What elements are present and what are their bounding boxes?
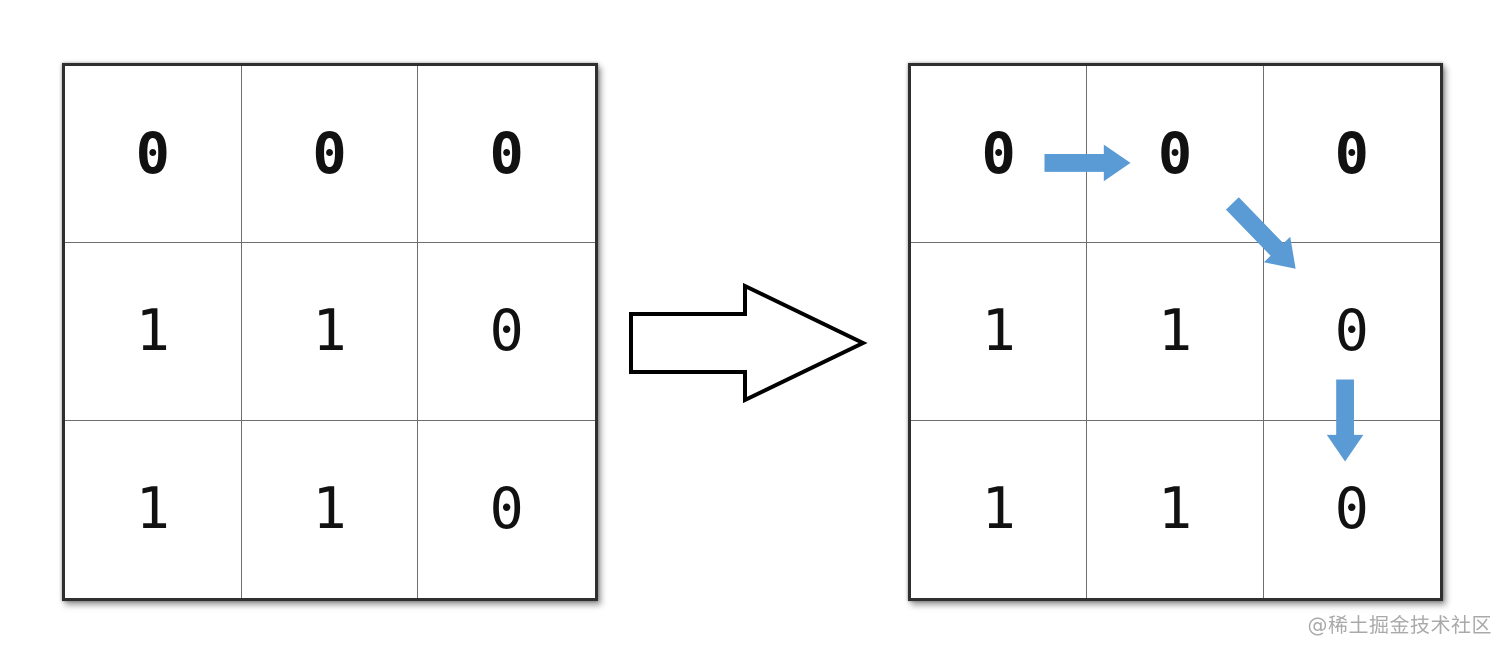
grid-cell-r2c1: 1 bbox=[242, 420, 419, 598]
transform-arrow-icon bbox=[629, 282, 868, 404]
grid-cell-r1c1: 1 bbox=[241, 243, 419, 421]
grid-cell-r2c2: 0 bbox=[489, 476, 524, 543]
grid-cell-r0c0: 0 bbox=[65, 66, 242, 244]
grid-cell-r2c2: 0 bbox=[1334, 476, 1369, 543]
grid-cell-r2c0: 1 bbox=[911, 420, 1088, 598]
grid-cell-r1c2: 0 bbox=[1263, 243, 1440, 421]
grid-cell-r0c2: 0 bbox=[418, 66, 595, 244]
grid-cell-r1c1: 1 bbox=[1087, 243, 1264, 421]
grid-cell-r0c1: 0 bbox=[1087, 66, 1264, 244]
grid-cell-r2c1: 1 bbox=[1087, 420, 1264, 598]
grid-cell-r1c0: 1 bbox=[65, 243, 242, 421]
grid-cell-r2c0: 1 bbox=[65, 420, 242, 598]
grid-cell-r0c2: 0 bbox=[1263, 66, 1440, 244]
watermark-text: @稀土掘金技术社区 bbox=[1307, 613, 1492, 637]
grid-cell-r0c0: 0 bbox=[911, 66, 1088, 244]
block-arrow-right-icon bbox=[629, 282, 868, 404]
grid-cell-r1c0: 1 bbox=[911, 243, 1088, 421]
grid-cell-r0c1: 0 bbox=[241, 66, 419, 244]
grid-cell-r1c2: 0 bbox=[418, 243, 595, 421]
